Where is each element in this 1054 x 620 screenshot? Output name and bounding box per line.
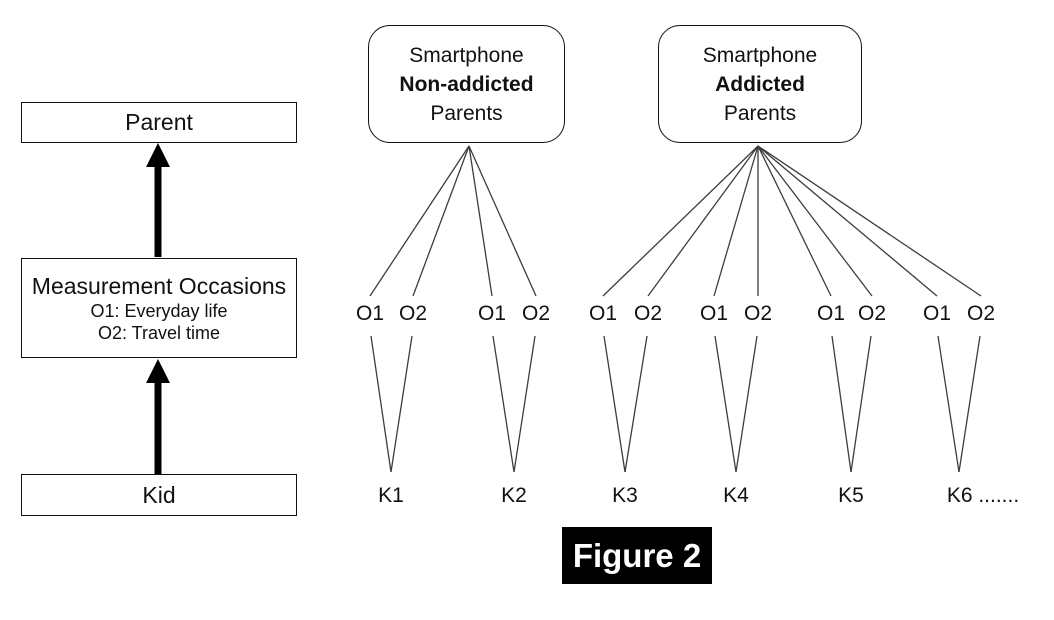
group-line1: Smartphone [702,43,818,67]
group-box-addicted: Smartphone Addicted Parents [658,25,862,143]
occasion-label: O1 [477,302,507,325]
group-line1: Smartphone [409,43,524,67]
measurement-sub-o2: O2: Travel time [97,323,221,343]
occasion-label: O1 [922,302,952,325]
occasion-label: O1 [355,302,385,325]
occasion-label: O2 [966,302,996,325]
fan-lines-non-addicted [369,145,537,297]
occasion-label: O2 [743,302,773,325]
kid-label: K1 [378,484,404,507]
parent-box: Parent [21,102,297,143]
kid-label: K4 [723,484,749,507]
group-line2: Non-addicted [399,72,534,96]
figure-caption-text: Figure 2 [572,536,702,574]
measurement-title: Measurement Occasions [31,273,287,299]
occasion-label: O1 [699,302,729,325]
pair-convergence-lines [370,335,981,473]
fan-lines-addicted [602,145,982,297]
up-arrow-parent [146,143,170,257]
occasion-label: O1 [588,302,618,325]
up-arrow-measurement [146,359,170,474]
group-line3: Parents [723,101,797,125]
kid-label: K3 [612,484,638,507]
measurement-sub-o1: O1: Everyday life [90,301,228,321]
occasion-label: O2 [521,302,551,325]
group-line2: Addicted [715,72,805,96]
occasion-label: O2 [633,302,663,325]
occasion-label: O2 [857,302,887,325]
measurement-occasions-box: Measurement Occasions O1: Everyday life … [21,258,297,358]
figure-caption: Figure 2 [562,527,712,584]
occasion-label: O2 [398,302,428,325]
kid-box-label: Kid [142,481,176,508]
kid-label: K6 ....... [946,484,1020,507]
group-box-non-addicted: Smartphone Non-addicted Parents [368,25,565,143]
kid-box: Kid [21,474,297,516]
group-line3: Parents [430,101,503,125]
parent-box-label: Parent [125,109,193,135]
kid-label: K2 [501,484,527,507]
occasion-label: O1 [816,302,846,325]
kid-label: K5 [838,484,864,507]
